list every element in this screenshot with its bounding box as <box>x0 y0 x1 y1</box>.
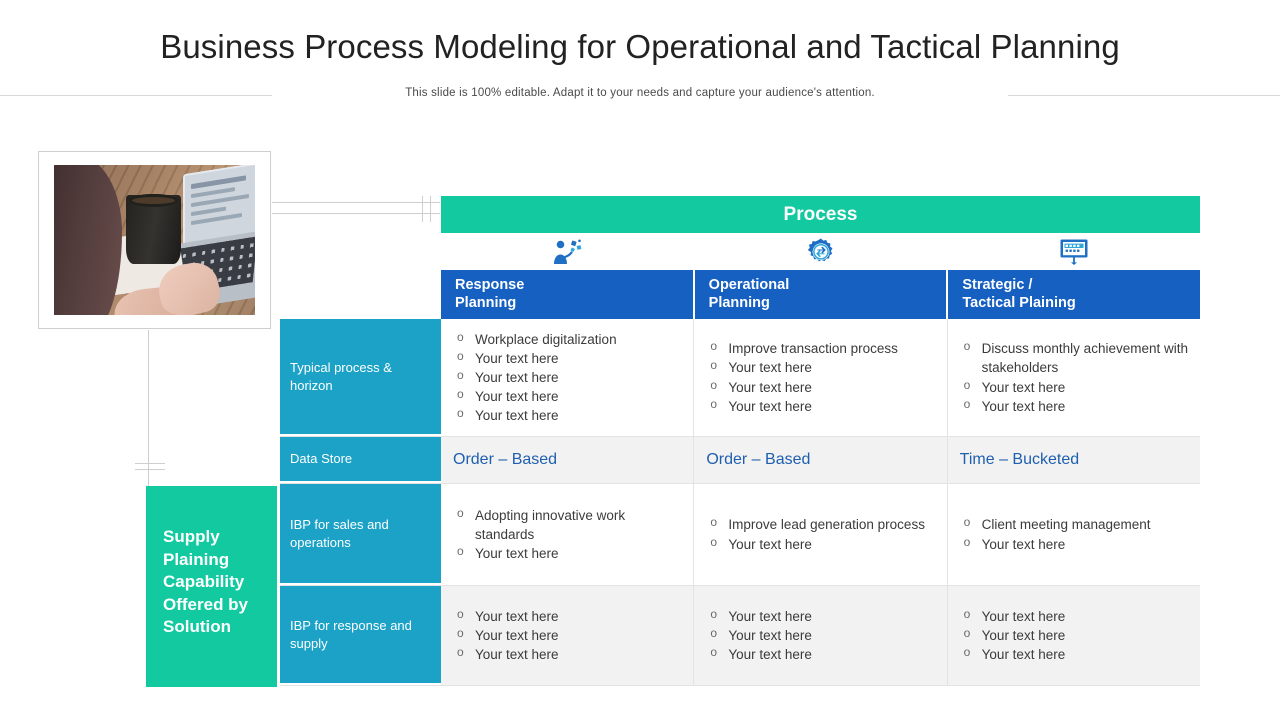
cell-r0-c0: Workplace digitalizationYour text hereYo… <box>441 319 695 436</box>
table-row: Data Store Order – Based Order – Based T… <box>280 437 1200 484</box>
value-text: Order – Based <box>706 451 811 468</box>
cell-r2-c1: Improve lead generation processYour text… <box>694 484 948 585</box>
bullet-list: Adopting innovative work standardsYour t… <box>453 505 685 563</box>
connector-cross-b <box>135 469 165 470</box>
column-header-strategic-tactical-plaining: Strategic / Tactical Plaining <box>948 270 1201 319</box>
row-label-ibp-sales-operations: IBP for sales and operations <box>280 484 441 585</box>
connector-line-top-b <box>272 213 440 214</box>
process-banner: Process <box>441 196 1200 233</box>
comparison-table: Typical process & horizon Workplace digi… <box>280 319 1200 686</box>
connector-tick-a <box>422 196 423 222</box>
bullet-item: Your text here <box>453 348 617 368</box>
cell-r1-c0: Order – Based <box>441 437 695 483</box>
bullet-item: Your text here <box>453 405 617 425</box>
bullet-item: Client meeting management <box>960 514 1151 534</box>
col-header-line: Planning <box>708 295 770 312</box>
photo-frame <box>38 151 271 329</box>
bullet-item: Your text here <box>453 644 559 664</box>
table-row: IBP for sales and operations Adopting in… <box>280 484 1200 586</box>
page-subtitle: This slide is 100% editable. Adapt it to… <box>405 87 875 99</box>
cell-r3-c2: Your text hereYour text hereYour text he… <box>948 586 1200 685</box>
cell-r2-c0: Adopting innovative work standardsYour t… <box>441 484 695 585</box>
bullet-item: Your text here <box>960 376 1192 397</box>
bullet-list: Workplace digitalizationYour text hereYo… <box>453 329 617 426</box>
bullet-item: Discuss monthly achievement with stakeho… <box>960 338 1192 377</box>
header-divider-right <box>1008 95 1280 96</box>
cell-r3-c1: Your text hereYour text hereYour text he… <box>694 586 948 685</box>
bullet-item: Adopting innovative work standards <box>453 505 685 544</box>
person-brainstorm-icon <box>441 233 694 270</box>
bullet-item: Your text here <box>706 533 925 554</box>
connector-line-vertical <box>148 330 149 486</box>
photo-coffee-mug <box>126 193 181 264</box>
value-text: Order – Based <box>453 451 558 468</box>
bullet-item: Your text here <box>706 376 898 397</box>
cell-r3-c0: Your text hereYour text hereYour text he… <box>441 586 695 685</box>
bullet-item: Your text here <box>706 606 812 626</box>
col-header-line: Response <box>455 277 525 293</box>
bullet-item: Your text here <box>453 367 617 387</box>
bullet-item: Your text here <box>706 357 898 377</box>
value-text: Time – Bucketed <box>959 451 1080 468</box>
bullet-list: Your text hereYour text hereYour text he… <box>453 606 559 664</box>
bullet-list: Your text hereYour text hereYour text he… <box>960 606 1066 664</box>
bullet-item: Your text here <box>960 644 1066 664</box>
bullet-item: Your text here <box>453 543 685 563</box>
table-row: IBP for response and supply Your text he… <box>280 586 1200 686</box>
bullet-list: Client meeting managementYour text here <box>960 514 1151 554</box>
connector-cross-a <box>135 463 165 464</box>
bullet-item: Your text here <box>706 644 812 664</box>
bullet-list: Discuss monthly achievement with stakeho… <box>960 338 1192 416</box>
col-header-line: Operational <box>708 277 790 293</box>
bullet-item: Workplace digitalization <box>453 329 617 349</box>
cell-r0-c2: Discuss monthly achievement with stakeho… <box>948 319 1200 436</box>
bullet-item: Your text here <box>960 533 1151 554</box>
row-label-data-store: Data Store <box>280 437 441 483</box>
row-label-ibp-response-supply: IBP for response and supply <box>280 586 441 685</box>
bullet-item: Improve lead generation process <box>706 514 925 534</box>
bullet-item: Your text here <box>453 386 617 406</box>
photo-image <box>54 165 255 315</box>
table-row: Typical process & horizon Workplace digi… <box>280 319 1200 437</box>
bullet-list: Your text hereYour text hereYour text he… <box>706 606 812 664</box>
cell-r1-c1: Order – Based <box>694 437 948 483</box>
supply-planning-side-label: Supply Plaining Capability Offered by So… <box>146 486 277 687</box>
bullet-item: Your text here <box>706 396 898 416</box>
header-divider-left <box>0 95 272 96</box>
photo-hair <box>54 165 123 315</box>
column-icon-row <box>441 233 1200 270</box>
bullet-item: Your text here <box>960 606 1066 626</box>
presentation-board-icon <box>947 233 1200 270</box>
bullet-item: Your text here <box>453 625 559 645</box>
bullet-item: Your text here <box>453 606 559 626</box>
bullet-item: Your text here <box>960 396 1192 416</box>
bullet-item: Your text here <box>706 625 812 645</box>
col-header-line: Planning <box>455 295 517 312</box>
bullet-item: Your text here <box>960 625 1066 645</box>
cell-r1-c2: Time – Bucketed <box>948 437 1200 483</box>
gear-process-icon <box>694 233 947 270</box>
cell-r2-c2: Client meeting managementYour text here <box>948 484 1200 585</box>
row-label-typical-process-horizon: Typical process & horizon <box>280 319 441 436</box>
connector-line-top-a <box>272 202 440 203</box>
bullet-list: Improve lead generation processYour text… <box>706 514 925 554</box>
bullet-list: Improve transaction processYour text her… <box>706 338 898 416</box>
cell-r0-c1: Improve transaction processYour text her… <box>694 319 948 436</box>
connector-tick-b <box>430 196 431 222</box>
page-title: Business Process Modeling for Operationa… <box>160 28 1120 65</box>
bullet-item: Improve transaction process <box>706 338 898 358</box>
col-header-line: Strategic / <box>962 277 1033 293</box>
col-header-line: Tactical Plaining <box>962 295 1076 312</box>
